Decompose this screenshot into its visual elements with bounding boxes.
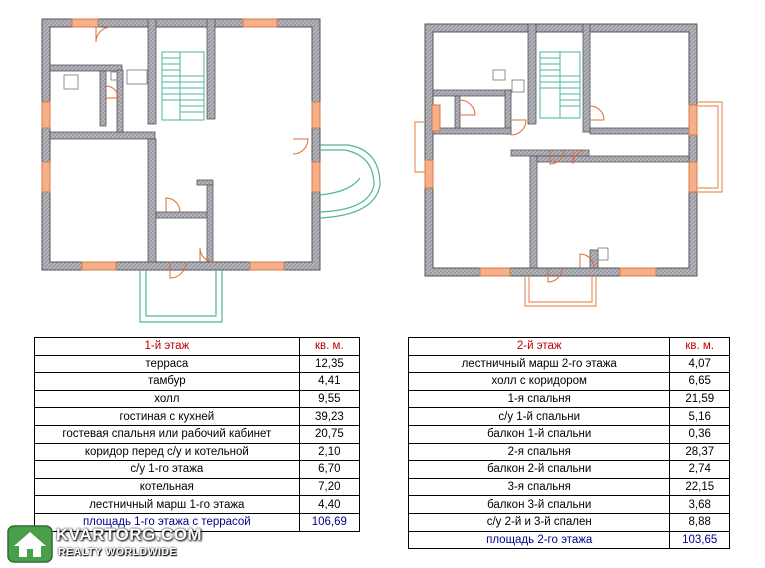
room-area: 39,23 (298, 407, 361, 426)
floor1-plan (41, 18, 381, 323)
room-area: 5,16 (669, 407, 730, 426)
room-name: 3-я спальня (407, 477, 671, 497)
room-name: коридор перед с/у и котельной (34, 442, 300, 462)
floor-plans (41, 18, 723, 323)
room-name: балкон 1-й спальни (407, 424, 671, 444)
watermark-logo (7, 525, 53, 563)
room-area: 4,41 (298, 372, 361, 391)
room-area: 4,07 (669, 354, 730, 374)
room-name: балкон 3-й спальни (407, 495, 671, 514)
watermark-subtitle: REALTY WORLDWIDE (58, 546, 178, 558)
room-name: лестничный марш 2-го этажа (407, 354, 671, 374)
floor2-plan (414, 23, 723, 307)
room-area: 22,15 (669, 477, 730, 497)
room-name: с/у 1-й спальни (407, 407, 671, 426)
table-header: 1-й этаж кв. м. (34, 337, 361, 356)
room-name: 1-я спальня (407, 389, 671, 409)
room-name: гостевая спальня или рабочий кабинет (34, 424, 300, 444)
room-name: 2-я спальня (407, 442, 671, 462)
room-area: 6,70 (298, 460, 361, 479)
total-label: площадь 2-го этажа (407, 530, 671, 550)
room-area: 8,88 (669, 512, 730, 532)
room-area: 6,65 (669, 372, 730, 391)
room-name: холл с коридором (407, 372, 671, 391)
room-area: 21,59 (669, 389, 730, 409)
total-value: 103,65 (669, 530, 730, 550)
room-name: с/у 1-го этажа (34, 460, 300, 479)
unit-label: кв. м. (298, 337, 361, 356)
room-area: 7,20 (298, 477, 361, 497)
room-area: 12,35 (298, 354, 361, 374)
room-name: с/у 2-й и 3-й спален (407, 512, 671, 532)
table-header: 2-й этаж кв. м. (407, 337, 730, 356)
total-label: площадь 1-го этажа с террасой (34, 512, 300, 532)
room-name: тамбур (34, 372, 300, 391)
table-total-row: площадь 2-го этажа 103,65 (407, 530, 730, 550)
floor-title: 1-й этаж (34, 337, 300, 356)
floor-title: 2-й этаж (407, 337, 671, 356)
room-name: холл (34, 389, 300, 409)
room-area: 20,75 (298, 424, 361, 444)
floor2-area-table: 2-й этаж кв. м. лестничный марш 2-го эта… (407, 337, 730, 550)
room-name: лестничный марш 1-го этажа (34, 495, 300, 514)
room-area: 3,68 (669, 495, 730, 514)
table-total-row: площадь 1-го этажа с террасой 106,69 (34, 512, 361, 532)
room-area: 4,40 (298, 495, 361, 514)
room-area: 28,37 (669, 442, 730, 462)
room-area: 0,36 (669, 424, 730, 444)
room-area: 2,10 (298, 442, 361, 462)
unit-label: кв. м. (669, 337, 730, 356)
room-name: терраса (34, 354, 300, 374)
room-area: 9,55 (298, 389, 361, 409)
watermark-name: KVARTORG.COM (56, 525, 203, 544)
room-name: гостиная с кухней (34, 407, 300, 426)
room-name: балкон 2-й спальни (407, 460, 671, 479)
total-value: 106,69 (298, 512, 361, 532)
house-logo-icon (7, 525, 53, 563)
room-name: котельная (34, 477, 300, 497)
room-area: 2,74 (669, 460, 730, 479)
